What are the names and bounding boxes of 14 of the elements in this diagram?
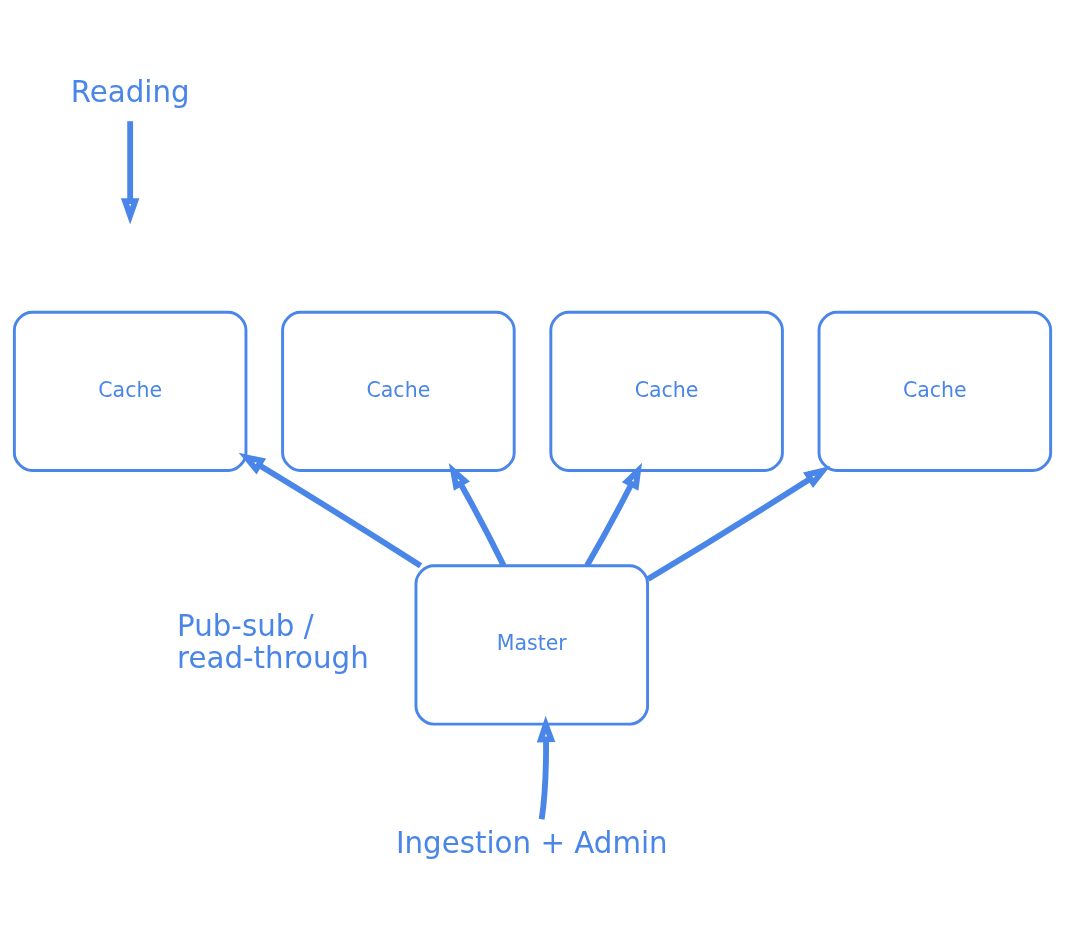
arrow — [448, 462, 507, 567]
arrow — [238, 452, 423, 568]
node-box: Cache — [817, 310, 1053, 472]
arrow — [120, 120, 140, 225]
node-box: Master — [414, 563, 650, 726]
arrow — [584, 462, 642, 567]
node-box: Cache — [549, 310, 784, 472]
arrow — [646, 465, 831, 582]
arrow — [536, 715, 556, 820]
node-text: Ingestion + Admin — [395, 825, 668, 860]
node-box: Cache — [281, 310, 516, 472]
node-text: Reading — [70, 74, 190, 109]
node-box: Cache — [12, 310, 248, 472]
label: Pub-sub / read-through — [177, 608, 369, 675]
